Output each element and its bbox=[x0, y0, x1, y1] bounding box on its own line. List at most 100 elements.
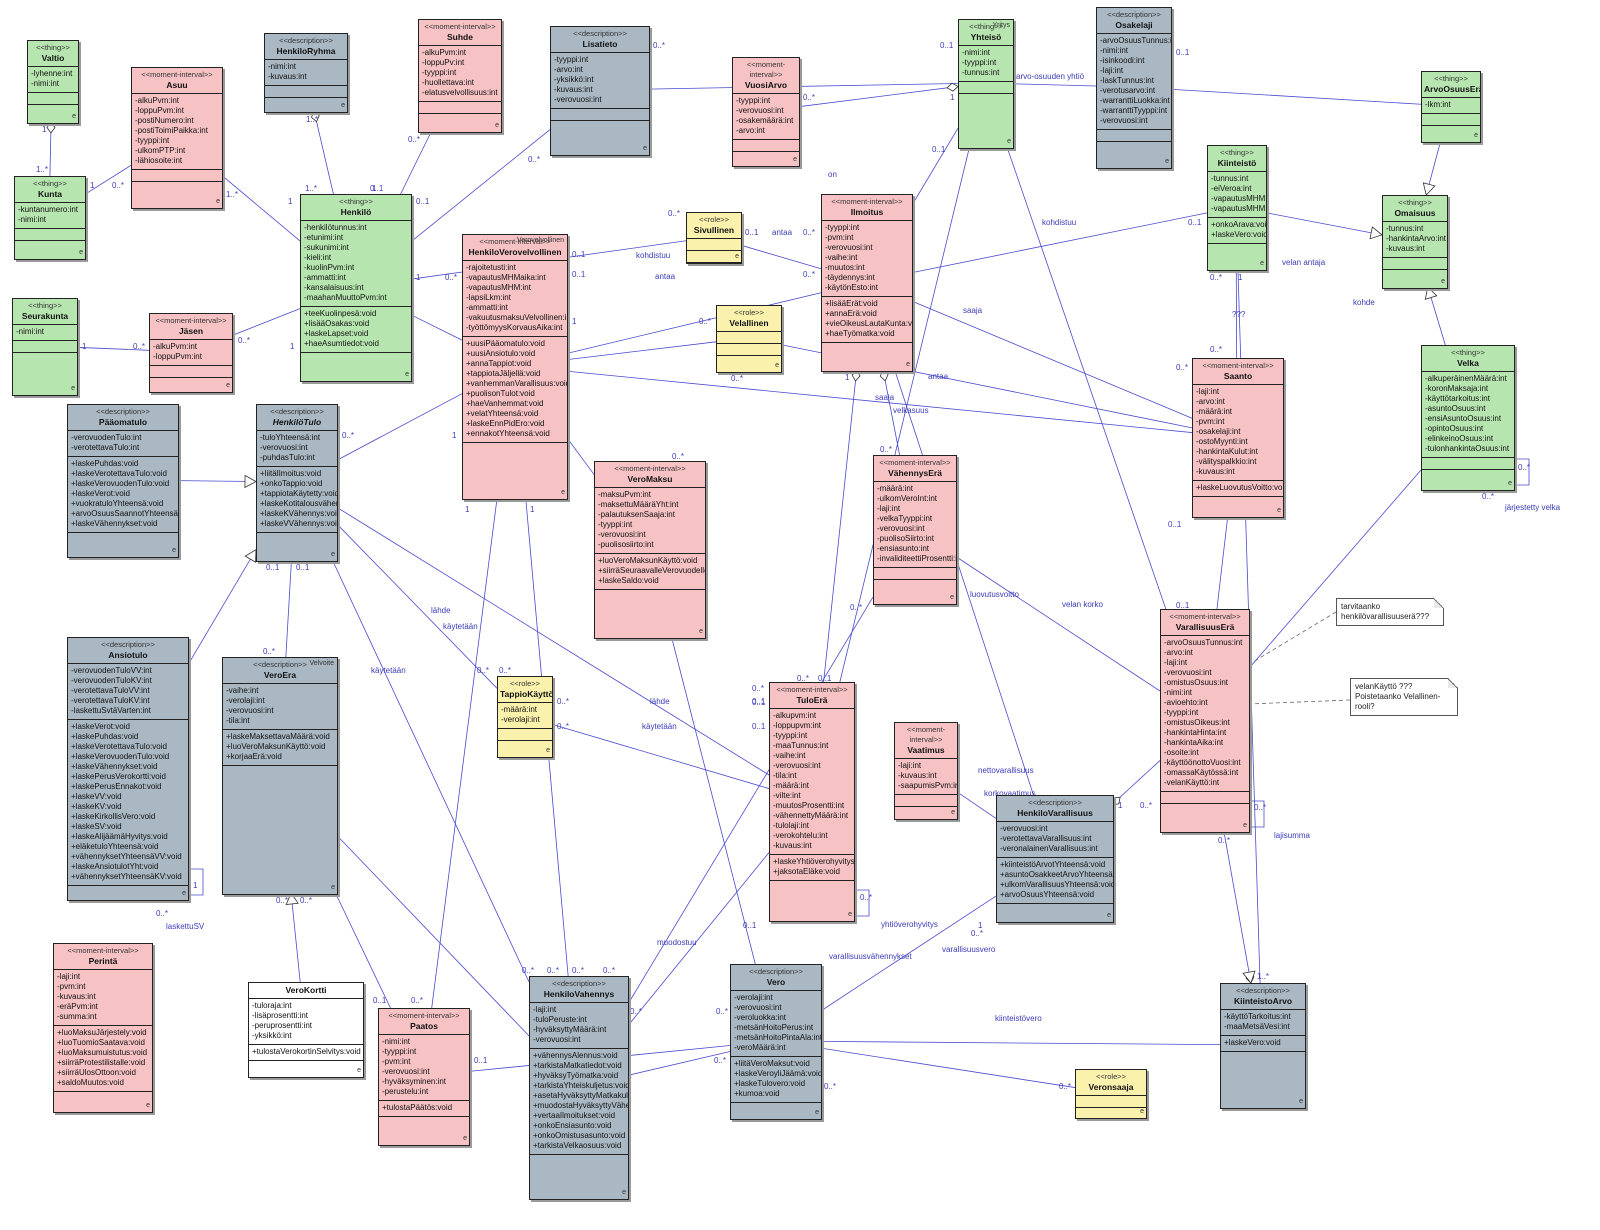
class-vaatimus[interactable]: <<moment-interval>>Vaatimus-laji:int-kuv… bbox=[894, 722, 958, 820]
operation: +vähennysAlennus:void bbox=[533, 1051, 618, 1060]
class-verokortti[interactable]: VeroKortti-tuloraja:int-lisäprosentti:in… bbox=[248, 982, 364, 1078]
class-vero[interactable]: <<description>>Vero-verolaji:int-verovuo… bbox=[730, 964, 822, 1120]
class-yhteiso[interactable]: Yritys<<thing>>Yhteisö-nimi:int-tyyppi:i… bbox=[958, 19, 1014, 149]
association-label: järjestetty velka bbox=[1505, 503, 1561, 512]
class-tag: Velvoite bbox=[309, 660, 334, 667]
attribute: -kuvaus:int bbox=[1386, 244, 1425, 253]
operation: +velatYhteensä:void bbox=[466, 409, 539, 418]
association-label: 0..1 bbox=[373, 996, 387, 1005]
class-name: Suhde bbox=[447, 32, 473, 42]
class-henkiloverovelvollinen[interactable]: Verovelvollinen<<moment-interval>>Henkil… bbox=[462, 234, 568, 500]
class-name: TuloErä bbox=[796, 695, 828, 705]
attribute: -veroMäärä:int bbox=[734, 1043, 786, 1052]
class-paatos[interactable]: <<moment-interval>>Paatos-nimi:int-tyypp… bbox=[378, 1008, 470, 1146]
association-line bbox=[910, 300, 1193, 419]
edge-kunta-asuu bbox=[83, 165, 132, 196]
class-henkilo[interactable]: <<thing>>Henkilö-henkilötunnus:int-etuni… bbox=[300, 194, 412, 382]
attribute: -nimi:int bbox=[962, 48, 991, 57]
attribute: -laskettuSvtäVarten:int bbox=[71, 706, 151, 715]
class-name: Asuu bbox=[166, 80, 188, 90]
attribute: -invaliditeettiProsentti:int bbox=[877, 554, 957, 563]
class-kiinteistoarvo[interactable]: <<description>>KiinteistoArvo-käyttöTark… bbox=[1220, 983, 1306, 1109]
operation: +annaTappiot:void bbox=[466, 359, 532, 368]
class-henkilotulo[interactable]: <<description>>HenkilöTulo-tuloYhteensä:… bbox=[256, 404, 338, 562]
class-name: HenkiloVahennys bbox=[543, 989, 615, 999]
association-label: 0..1 bbox=[752, 722, 766, 731]
edge-seurakunta-jasen bbox=[75, 346, 150, 351]
class-tappiokaytto[interactable]: <<role>>TappioKäyttö-määrä:int-verolaji:… bbox=[497, 676, 553, 758]
operation-compartment: +vähennysAlennus:void+tarkistaMatkatiedo… bbox=[530, 1049, 628, 1155]
attribute: -laji:int bbox=[877, 504, 901, 513]
class-ansiotulo[interactable]: <<description>>Ansiotulo-verovuodenTuloV… bbox=[67, 637, 189, 901]
stereotype: <<role>> bbox=[509, 679, 541, 688]
association-label: 0..* bbox=[1176, 363, 1189, 372]
edge-ilmoitus-saanto bbox=[910, 300, 1193, 419]
stereotype: <<description>> bbox=[96, 407, 150, 416]
edge-vuosiarvo-yhteiso bbox=[797, 82, 959, 108]
class-vuosiarvo[interactable]: <<moment-interval>>VuosiArvo-tyyppi:int-… bbox=[732, 57, 800, 167]
class-velka[interactable]: <<thing>>Velka-alkuperäinenMäärä:int-kor… bbox=[1421, 345, 1515, 491]
operation: +liitäIlmoitus:void bbox=[260, 469, 322, 478]
association-label: 1 bbox=[1118, 801, 1123, 810]
association-label: 0..* bbox=[1140, 801, 1153, 810]
edge-yhteiso-varallisuusera bbox=[1006, 146, 1167, 610]
class-asuu[interactable]: <<moment-interval>>Asuu-alkuPvm:int-lopp… bbox=[131, 67, 223, 209]
corner-icon: e bbox=[172, 547, 176, 554]
class-varallisuusera[interactable]: <<moment-interval>>VarallisuusErä-arvoOs… bbox=[1160, 609, 1250, 833]
attribute: -maahanMuuttoPvm:int bbox=[304, 293, 387, 302]
operation-compartment bbox=[874, 568, 956, 580]
class-name: Yhteisö bbox=[970, 32, 1002, 42]
class-kiinteisto[interactable]: <<thing>>Kiinteistö-tunnus:int-eiVeroa:i… bbox=[1207, 145, 1267, 271]
class-name: Osakelaji bbox=[1115, 20, 1153, 30]
class-veromaksu[interactable]: <<moment-interval>>VeroMaksu-maksuPvm:in… bbox=[594, 461, 706, 639]
association-label: 0..* bbox=[572, 966, 585, 975]
attribute: -kuvaus:int bbox=[57, 992, 96, 1001]
association-line bbox=[409, 129, 551, 243]
class-saanto[interactable]: <<moment-interval>>Saanto-laji:int-arvo:… bbox=[1192, 358, 1284, 518]
attribute: -verotettavaTuloKV:int bbox=[71, 696, 150, 705]
attribute: -kuvaus:int bbox=[554, 85, 593, 94]
association-label: 1..* bbox=[305, 184, 318, 193]
class-veroera[interactable]: Velvoite<<description>>VeroEra-vaihe:int… bbox=[222, 657, 338, 895]
attribute: -verolaji:int bbox=[226, 696, 265, 705]
class-jasen[interactable]: <<moment-interval>>Jäsen-alkuPvm:int-lop… bbox=[149, 313, 233, 393]
attribute: -käyttötarkoitus:int bbox=[1425, 394, 1490, 403]
class-header: <<description>>Ansiotulo bbox=[68, 638, 188, 664]
association-line bbox=[75, 346, 150, 351]
operation: +haeTyömatka:void bbox=[825, 329, 895, 338]
class-tuloera[interactable]: <<moment-interval>>TuloErä-alkupvm:int-l… bbox=[769, 682, 855, 922]
association-label: 0..* bbox=[803, 228, 816, 237]
attribute: -loppuPv:int bbox=[422, 58, 465, 67]
association-label: 0..* bbox=[1059, 1082, 1072, 1091]
class-tag: Verovelvollinen bbox=[516, 237, 564, 244]
class-header: <<description>>Lisatieto bbox=[551, 27, 649, 53]
attribute: -isinkoodi:int bbox=[1100, 56, 1145, 65]
class-henkiloryhma[interactable]: <<description>>HenkiloRyhma-nimi:int-kuv… bbox=[264, 33, 348, 113]
class-henkilovahennys[interactable]: <<description>>HenkiloVahennys-laji:int-… bbox=[529, 976, 629, 1200]
class-vahennysera[interactable]: <<moment-interval>>VähennysErä-määrä:int… bbox=[873, 455, 957, 605]
class-ilmoitus[interactable]: <<moment-interval>>Ilmoitus-tyyppi:int-p… bbox=[821, 194, 913, 372]
class-henkilovarallisuus[interactable]: <<description>>HenkiloVarallisuus-verovu… bbox=[996, 795, 1114, 923]
class-paaomatulo[interactable]: <<description>>Pääomatulo-verovuodenTulo… bbox=[67, 404, 179, 558]
association-line bbox=[1006, 146, 1167, 610]
attribute: -käyttöönottoVuosi:int bbox=[1164, 758, 1241, 767]
class-header: <<thing>>Yhteisö bbox=[959, 20, 1013, 46]
operation-compartment: +laskePuhdas:void+laskeVerotettavaTulo:v… bbox=[68, 457, 178, 533]
edge-tappiokaytto-tuloera bbox=[550, 723, 770, 789]
class-osakelaji[interactable]: <<description>>Osakelaji-arvoOsuusTunnus… bbox=[1096, 7, 1172, 169]
association-label: 1 bbox=[82, 342, 87, 351]
class-suhde[interactable]: <<moment-interval>>Suhde-alkuPvm:int-lop… bbox=[418, 19, 502, 133]
attribute: -postiToimiPaikka:int bbox=[135, 126, 208, 135]
class-omaisuus[interactable]: <<thing>>Omaisuus-tunnus:int-hankintaArv… bbox=[1382, 195, 1448, 289]
association-line bbox=[626, 596, 874, 1006]
class-perinta[interactable]: <<moment-interval>>Perintä-laji:int-pvm:… bbox=[53, 943, 153, 1113]
class-lisatieto[interactable]: <<description>>Lisatieto-tyyppi:int-arvo… bbox=[550, 26, 650, 156]
association-line bbox=[1011, 83, 1097, 87]
